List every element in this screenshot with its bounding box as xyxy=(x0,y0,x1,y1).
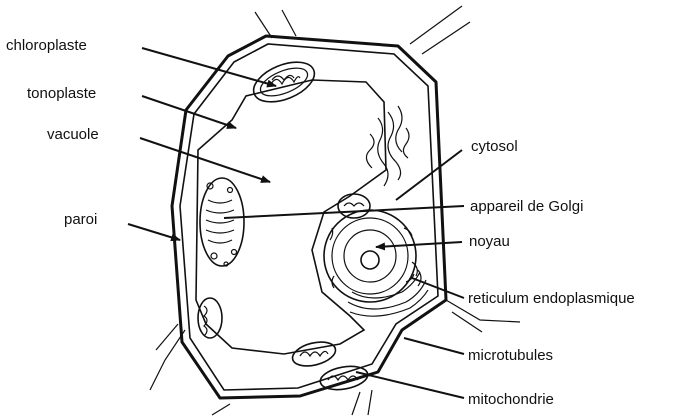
small-organelle xyxy=(338,194,370,218)
leader-lines xyxy=(128,48,464,398)
cytoplasm-strands xyxy=(366,106,409,186)
label-cytosol: cytosol xyxy=(471,138,518,155)
label-tonoplaste: tonoplaste xyxy=(27,85,96,102)
label-golgi: appareil de Golgi xyxy=(470,198,583,215)
nucleus xyxy=(324,210,416,302)
golgi-apparatus xyxy=(200,178,244,266)
leader-mitochondrie xyxy=(356,372,464,398)
label-reticulum: reticulum endoplasmique xyxy=(468,290,635,307)
label-microtubules: microtubules xyxy=(468,347,553,364)
label-vacuole: vacuole xyxy=(47,126,99,143)
label-paroi: paroi xyxy=(64,211,97,228)
leader-cytosol xyxy=(396,150,462,200)
label-mitochondrie: mitochondrie xyxy=(468,391,554,408)
label-noyau: noyau xyxy=(469,233,510,250)
leader-noyau xyxy=(376,242,462,247)
label-chloroplaste: chloroplaste xyxy=(6,37,87,54)
leader-tonoplaste xyxy=(142,96,236,128)
leader-microtubules xyxy=(404,338,464,354)
